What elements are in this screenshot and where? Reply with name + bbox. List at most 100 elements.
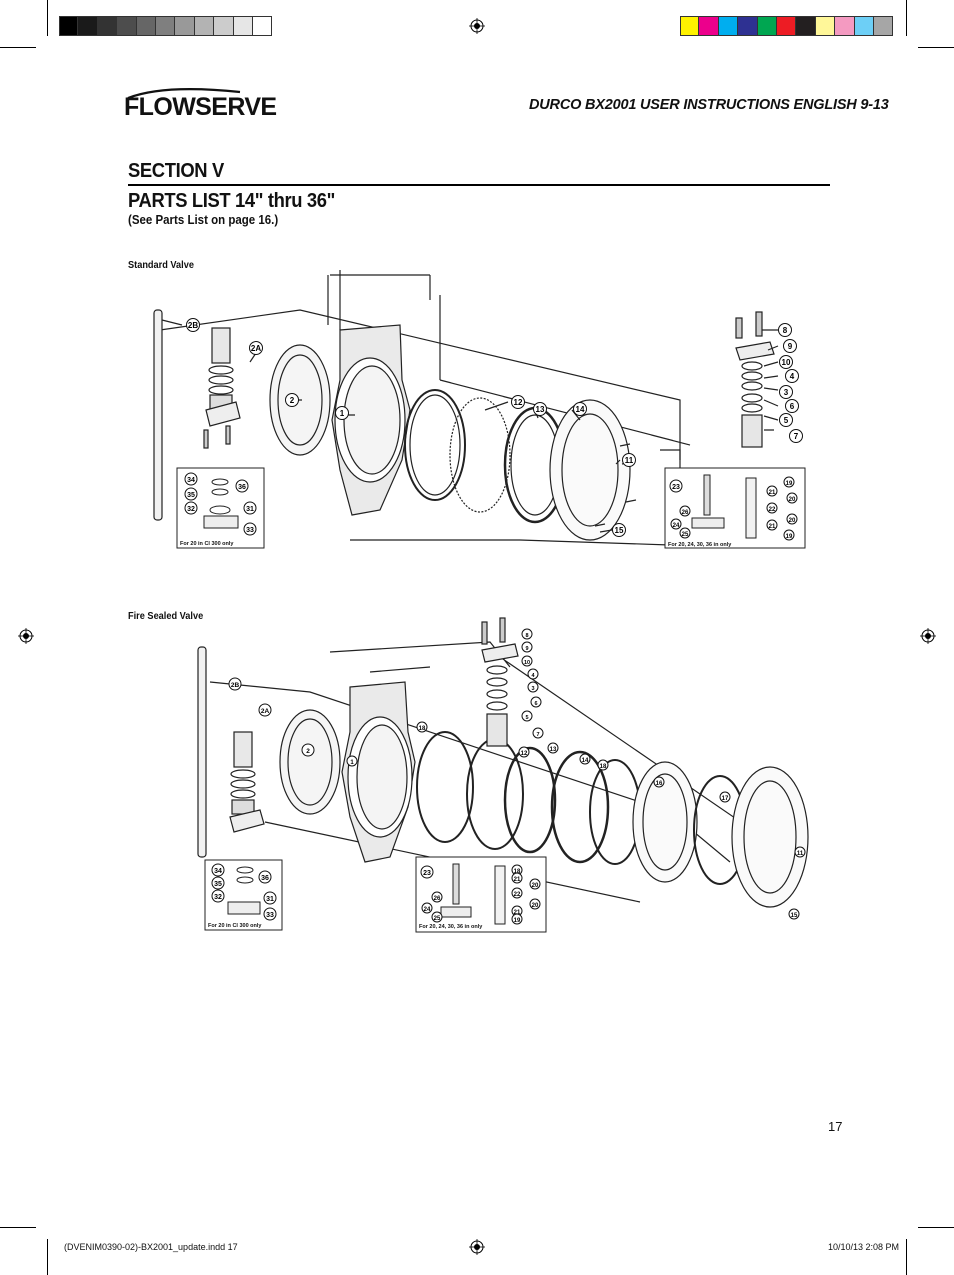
fire-inset-right-callout-label: 25 bbox=[434, 916, 441, 922]
standard-inset-right-callout-bubble bbox=[669, 479, 683, 493]
fire-callout-bubble bbox=[794, 846, 806, 858]
fire-callout-label: 18 bbox=[419, 726, 426, 732]
fire-callout-bubble bbox=[521, 628, 533, 640]
fire-inset-right-callout-label: 19 bbox=[514, 918, 521, 924]
fire-inset-left-callout-bubble bbox=[211, 876, 225, 890]
fire-inset-right-callout-label: 21 bbox=[514, 910, 521, 916]
crop-mark-bottom-left-v bbox=[47, 1239, 48, 1275]
fire-inset-left-callout-bubble bbox=[263, 891, 277, 905]
standard-callout-label: 2B bbox=[188, 321, 198, 330]
fire-inset-right-callout-label: 23 bbox=[423, 870, 431, 877]
standard-callout-bubble bbox=[612, 523, 626, 537]
standard-inset-right-callout-label: 25 bbox=[682, 532, 689, 538]
standard-callout-bubble bbox=[285, 393, 299, 407]
fire-callout-bubble bbox=[579, 753, 591, 765]
gray-swatch bbox=[194, 16, 215, 36]
color-swatch bbox=[776, 16, 797, 36]
fire-inset-left-callout-label: 35 bbox=[214, 881, 222, 888]
standard-inset-right-callout-label: 21 bbox=[769, 490, 776, 496]
standard-callout-label: 14 bbox=[576, 405, 585, 414]
standard-callout-label: 5 bbox=[784, 416, 789, 425]
crop-mark-top-right-v bbox=[906, 0, 907, 36]
standard-inset-left-callout-bubble bbox=[184, 472, 198, 486]
fire-inset-right-callout-bubble bbox=[420, 865, 434, 879]
standard-inset-right-callout-bubble bbox=[679, 527, 691, 539]
fire-callout-label: 14 bbox=[582, 758, 589, 764]
standard-callout-label: 4 bbox=[790, 372, 795, 381]
fire-callout-label: 18 bbox=[600, 764, 607, 770]
fire-callout-bubble bbox=[521, 710, 533, 722]
standard-inset-right-callout-bubble bbox=[766, 519, 778, 531]
fire-inset-left-note: For 20 in Cl 300 only bbox=[208, 923, 262, 929]
gray-swatch bbox=[117, 16, 137, 36]
fire-callout-label: 3 bbox=[531, 686, 534, 692]
color-swatch bbox=[835, 16, 855, 36]
fire-callout-bubble bbox=[719, 791, 731, 803]
standard-callout-label: 11 bbox=[625, 456, 634, 465]
standard-callout-bubble bbox=[573, 402, 587, 416]
fire-inset-right-callout-bubble bbox=[511, 913, 523, 925]
document-title: DURCO BX2001 USER INSTRUCTIONS ENGLISH 9… bbox=[529, 97, 889, 113]
fire-inset-right-callout-label: 20 bbox=[532, 883, 539, 889]
fire-inset-right-callout-bubble bbox=[511, 872, 523, 884]
standard-inset-left-callout-bubble bbox=[235, 479, 249, 493]
fire-callout-label: 10 bbox=[524, 660, 530, 666]
standard-callout-label: 6 bbox=[790, 402, 795, 411]
standard-callout-label: 1 bbox=[340, 409, 345, 418]
fire-callout-bubble bbox=[521, 655, 533, 667]
fire-callout-label: 2A bbox=[261, 708, 270, 715]
standard-callout-label: 2 bbox=[290, 396, 295, 405]
standard-callout-bubble bbox=[785, 369, 799, 383]
standard-inset-right-note: For 20, 24, 30, 36 in only bbox=[668, 542, 732, 548]
gray-swatch bbox=[78, 16, 98, 36]
fire-inset-right-callout-bubble bbox=[431, 911, 443, 923]
standard-inset-right-callout-label: 20 bbox=[789, 497, 796, 503]
standard-callout-label: 12 bbox=[514, 398, 523, 407]
standard-callout-bubble bbox=[186, 318, 200, 332]
color-swatch-strip bbox=[680, 16, 894, 36]
standard-inset-right-callout-label: 20 bbox=[789, 518, 796, 524]
standard-inset-left-note: For 20 in Cl 300 only bbox=[180, 541, 234, 547]
gray-swatch bbox=[175, 16, 195, 36]
standard-inset-right-callout-label: 19 bbox=[786, 481, 793, 487]
fire-callout-label: 5 bbox=[525, 715, 528, 721]
fire-callout-bubble bbox=[788, 908, 800, 920]
fire-callout-bubble bbox=[527, 681, 539, 693]
standard-inset-right-callout-bubble bbox=[679, 505, 691, 517]
page-number: 17 bbox=[828, 1119, 843, 1134]
standard-inset-right-callout-bubble bbox=[766, 502, 778, 514]
fire-callout-bubble bbox=[258, 703, 272, 717]
standard-inset-left-callout-label: 35 bbox=[187, 492, 195, 499]
gray-swatch bbox=[155, 16, 176, 36]
registration-mark-icon bbox=[920, 628, 936, 644]
grayscale-swatch-strip bbox=[59, 16, 273, 36]
fire-inset-right-callout-label: 24 bbox=[424, 907, 431, 913]
fire-inset-right-callout-label: 21 bbox=[514, 877, 521, 883]
gray-swatch bbox=[252, 16, 273, 36]
standard-inset-right-callout-bubble bbox=[786, 513, 798, 525]
standard-inset-left-callout-label: 36 bbox=[238, 484, 246, 491]
standard-inset-right-callout-bubble bbox=[786, 492, 798, 504]
fire-callout-bubble bbox=[346, 755, 358, 767]
fire-callout-label: 9 bbox=[525, 646, 528, 652]
fire-inset-right-note: For 20, 24, 30, 36 in only bbox=[419, 924, 483, 930]
standard-inset-right-callout-label: 19 bbox=[786, 534, 793, 540]
standard-callout-bubble bbox=[789, 429, 803, 443]
fire-callout-bubble bbox=[521, 641, 533, 653]
color-swatch bbox=[815, 16, 836, 36]
standard-callout-label: 2A bbox=[251, 344, 261, 353]
fire-inset-left-callout-bubble bbox=[258, 870, 272, 884]
standard-inset-right-callout-label: 23 bbox=[672, 484, 680, 491]
parts-list-reference: (See Parts List on page 16.) bbox=[128, 213, 279, 227]
standard-callout-bubble bbox=[779, 413, 793, 427]
standard-callout-label: 7 bbox=[794, 432, 799, 441]
fire-callout-bubble bbox=[416, 721, 428, 733]
standard-inset-left-callout-label: 34 bbox=[187, 477, 195, 484]
standard-inset-left-callout-label: 32 bbox=[187, 506, 195, 513]
standard-callout-label: 3 bbox=[784, 388, 789, 397]
fire-callout-bubble bbox=[527, 668, 539, 680]
logo-swoosh-icon bbox=[127, 87, 241, 100]
standard-callout-label: 10 bbox=[782, 358, 791, 367]
standard-callout-bubble bbox=[533, 402, 547, 416]
standard-inset-right-callout-bubble bbox=[783, 529, 795, 541]
